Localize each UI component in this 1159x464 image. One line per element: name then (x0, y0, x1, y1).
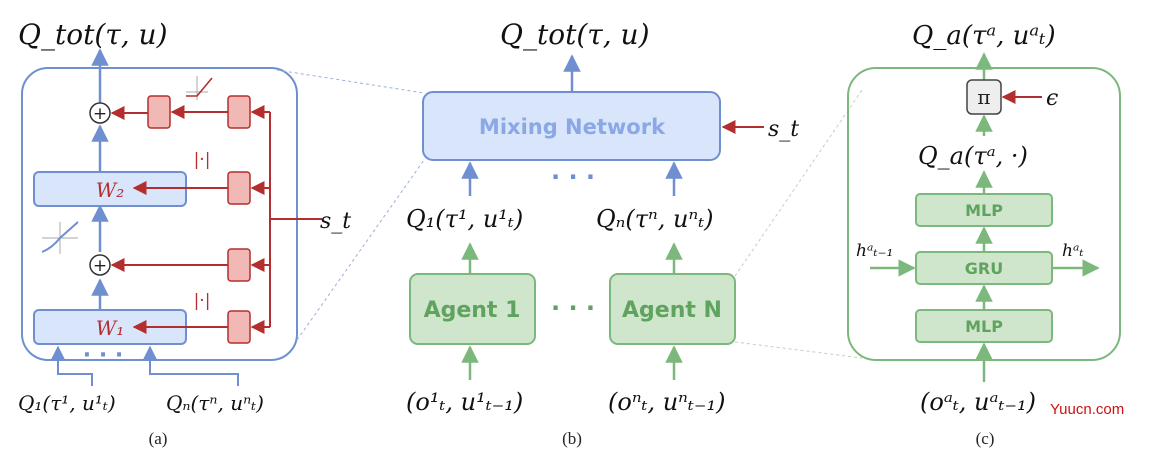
panel-b-state-label: s_t (768, 117, 799, 142)
relu-activation-icon (186, 76, 213, 100)
mlp-top-box (915, 193, 1053, 227)
panel-c-qa-label: Q_a(τᵃ, ·) (918, 142, 1028, 170)
h-out-label: hᵃₜ (1062, 241, 1084, 261)
zoom-guide-a-top (276, 69, 425, 94)
h-in-label: hᵃₜ₋₁ (856, 241, 893, 261)
panel-a-caption: (a) (149, 429, 168, 448)
panel-a: Q_tot(τ, u) + + W₂ W₁ (18, 18, 351, 448)
input-right-connector (143, 345, 239, 386)
hyper-box-b1 (227, 248, 251, 282)
hyper-box-top-right (227, 95, 251, 129)
hyper-box-w2 (227, 171, 251, 205)
panel-b-output-label: Q_tot(τ, u) (500, 18, 650, 51)
panel-b-qn-label: Qₙ(τⁿ, uⁿₜ) (596, 205, 714, 233)
panel-a-input-left: Q₁(τ¹, u¹ₜ) (18, 391, 116, 415)
zoom-guide-c-bottom (734, 341, 863, 359)
panel-b-mixing-ellipsis: · · · (551, 163, 595, 191)
panel-b-obsn-label: (oⁿₜ, uⁿₜ₋₁) (608, 388, 725, 416)
hyper-box-w1 (227, 310, 251, 344)
mixing-network-box (422, 91, 721, 161)
hyper-box-top-left (147, 95, 171, 129)
agent-1-label: Agent 1 (424, 298, 521, 323)
input-left-connector (51, 345, 93, 386)
plus-node-top (89, 102, 111, 124)
panel-b: Q_tot(τ, u) Mixing Network s_t · · · Q₁(… (406, 18, 799, 448)
gru-label: GRU (965, 259, 1003, 278)
abs-label-bottom: |·| (194, 291, 211, 311)
mlp-bottom-box (915, 309, 1053, 343)
agent-n-box (609, 273, 736, 345)
abs-label-top: |·| (194, 150, 211, 170)
epsilon-label: ϵ (1046, 86, 1058, 111)
elu-activation-icon (41, 221, 79, 254)
zoom-guide-a-bottom (296, 159, 425, 341)
pi-box (966, 79, 1002, 115)
w2-label: W₂ (96, 178, 125, 202)
panel-a-frame (21, 67, 298, 361)
panel-a-state-label: s_t (320, 209, 351, 234)
pi-label: π (977, 85, 990, 109)
panel-c-input-label: (oᵃₜ, uᵃₜ₋₁) (920, 388, 1036, 416)
plus-node-bottom (89, 254, 111, 276)
zoom-guide-c-top (734, 89, 863, 277)
plus-node-bottom-label: + (93, 256, 107, 276)
panel-c: Q_a(τᵃ, uᵃₜ) π ϵ Q_a(τᵃ, ·) MLP GRU hᵃₜ₋… (847, 21, 1121, 448)
panel-b-q1-label: Q₁(τ¹, u¹ₜ) (406, 205, 523, 233)
panel-a-input-right: Qₙ(τⁿ, uⁿₜ) (166, 391, 264, 415)
mlp-top-label: MLP (965, 201, 1003, 220)
panel-a-output-label: Q_tot(τ, u) (18, 18, 168, 51)
mixing-network-label: Mixing Network (479, 115, 666, 139)
panel-c-output-label: Q_a(τᵃ, uᵃₜ) (912, 21, 1056, 51)
w1-label: W₁ (96, 316, 125, 340)
panel-b-agent-ellipsis: · · · (551, 294, 595, 322)
panel-b-caption: (b) (562, 429, 582, 448)
panel-c-caption: (c) (976, 429, 995, 448)
agent-n-label: Agent N (622, 298, 722, 323)
mlp-bottom-label: MLP (965, 317, 1003, 336)
panel-b-obs1-label: (o¹ₜ, u¹ₜ₋₁) (406, 388, 523, 416)
panel-a-ellipsis: · · · (83, 343, 123, 368)
plus-node-top-label: + (93, 104, 107, 124)
watermark: Yuucn.com (1050, 401, 1124, 418)
agent-1-box (409, 273, 536, 345)
